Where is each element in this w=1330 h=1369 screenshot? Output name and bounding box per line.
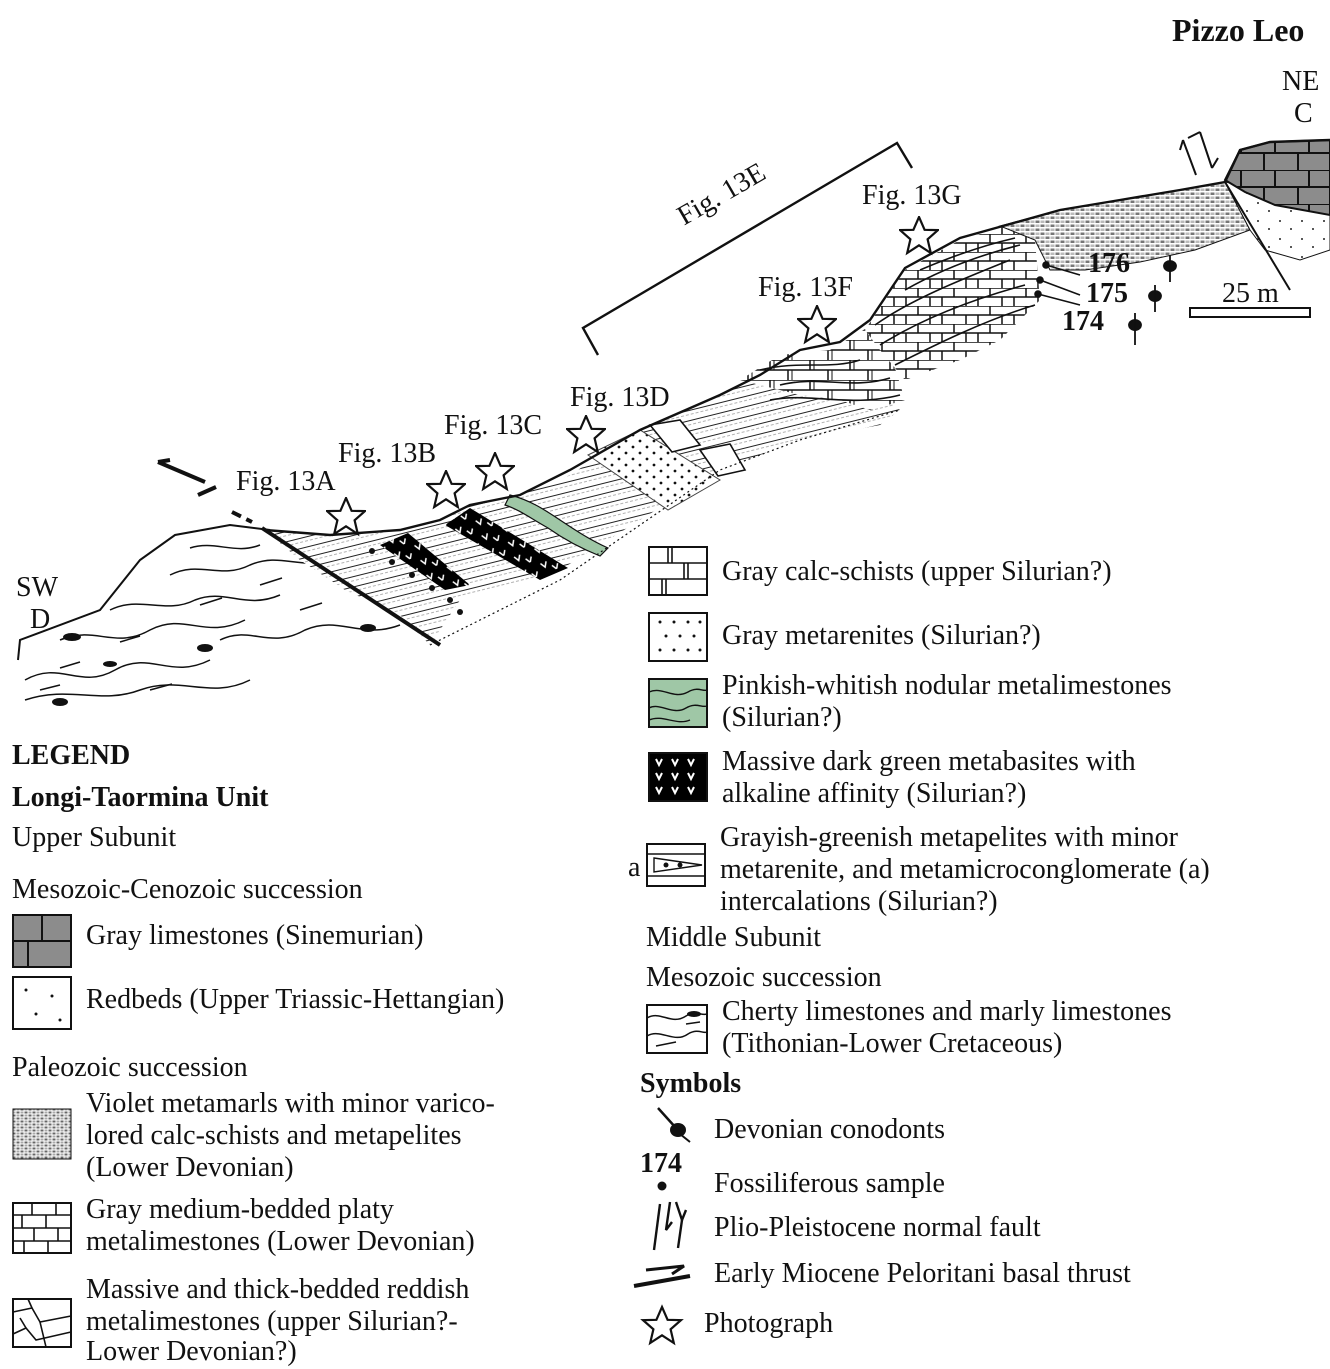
- legend-platy-line-2: metalimestones (Lower Devonian): [86, 1226, 475, 1257]
- sample-label-175: 175: [1086, 278, 1128, 309]
- ne-label: NE: [1282, 66, 1320, 97]
- fig-13e-bracket: [581, 141, 914, 356]
- sample-pointers: [1034, 261, 1081, 306]
- sw-label: SW: [16, 572, 58, 603]
- swatch-nodular: [648, 678, 708, 728]
- sample-dot-icon: [657, 1181, 667, 1191]
- symbols-heading: Symbols: [640, 1068, 742, 1099]
- sample-label-176: 176: [1088, 248, 1130, 279]
- metarenite-layer: [587, 429, 721, 511]
- swatch-gray-limestone: [12, 914, 72, 968]
- geological-cross-section: [17, 131, 1330, 715]
- legend-calc-schists: Gray calc-schists (upper Silurian?): [722, 556, 1112, 587]
- basal-thrust-icon: [633, 1264, 691, 1288]
- legend-nodular-line-2: (Silurian?): [722, 702, 842, 733]
- legend-cherty-line-1: Cherty limestones and marly limestones: [722, 996, 1172, 1027]
- legend-metarenites: Gray metarenites (Silurian?): [722, 620, 1041, 651]
- scale-bar: [1189, 307, 1311, 318]
- meso-ceno-heading: Mesozoic-Cenozoic succession: [12, 874, 363, 905]
- calc-schist-intercalations: [648, 419, 747, 477]
- basal-thrust-symbol: [157, 458, 253, 524]
- swatch-cherty-limestones: [646, 1004, 708, 1054]
- legend-metapelites-line-3: intercalations (Silurian?): [720, 886, 998, 917]
- cherty-limestone-body: [17, 523, 440, 715]
- legend-fossiliferous-sample: Fossiliferous sample: [714, 1168, 945, 1199]
- swatch-platy-metalimestones: [12, 1202, 72, 1254]
- fig-label-13f: Fig. 13F: [758, 272, 853, 303]
- topographic-profile: [264, 138, 1330, 537]
- legend-heading: LEGEND: [12, 740, 131, 771]
- legend-metapelites-line-2: metarenite, and metamicroconglomerate (a…: [720, 854, 1210, 885]
- metabasite-layer-2: [445, 508, 568, 580]
- swatch-metabasites: [648, 752, 708, 802]
- legend-massive-line-3: Lower Devonian?): [86, 1336, 297, 1367]
- legend-metabasites-line-2: alkaline affinity (Silurian?): [722, 778, 1027, 809]
- legend-redbeds: Redbeds (Upper Triassic-Hettangian): [86, 984, 505, 1015]
- unit-heading: Longi-Taormina Unit: [12, 782, 269, 813]
- conodont-icon: [657, 1107, 691, 1143]
- photo-star-13d: [566, 415, 606, 454]
- swatch-calc-schists: [648, 546, 708, 596]
- legend-metabasites-line-1: Massive dark green metabasites with: [722, 746, 1136, 777]
- photo-star-13a: [326, 497, 366, 536]
- platy-metalimestone-body: [865, 225, 1040, 380]
- legend-conodonts: Devonian conodonts: [714, 1114, 945, 1145]
- normal-fault-arrows: [1179, 131, 1219, 176]
- legend-gray-limestone: Gray limestones (Sinemurian): [86, 920, 424, 951]
- meso-succession-heading: Mesozoic succession: [646, 962, 882, 993]
- d-label: D: [30, 604, 51, 635]
- fig-label-13d: Fig. 13D: [570, 382, 670, 413]
- legend-platy-line-1: Gray medium-bedded platy: [86, 1194, 394, 1225]
- fig-label-13g: Fig. 13G: [862, 180, 962, 211]
- legend-violet-line-2: lored calc-schists and metapelites: [86, 1120, 462, 1151]
- swatch-massive-reddish: [12, 1298, 72, 1348]
- legend-cherty-line-2: (Tithonian-Lower Cretaceous): [722, 1028, 1063, 1059]
- fig-label-13c: Fig. 13C: [444, 410, 543, 441]
- legend-nodular-line-1: Pinkish-whitish nodular metalimestones: [722, 670, 1172, 701]
- legend-metapelites-a-label: a: [628, 852, 641, 883]
- swatch-redbeds: [12, 976, 72, 1030]
- nodular-metalimestone-lens: [504, 494, 610, 557]
- c-label: C: [1294, 98, 1313, 129]
- legend-metapelites-line-1: Grayish-greenish metapelites with minor: [720, 822, 1178, 853]
- metabasite-layer-1: [380, 533, 470, 590]
- photo-star-13f: [797, 305, 837, 344]
- photo-star-13g: [899, 216, 939, 255]
- scale-label: 25 m: [1222, 278, 1279, 309]
- swatch-metarenites: [648, 612, 708, 662]
- normal-fault-icon: [652, 1201, 688, 1251]
- swatch-metapelites: [646, 843, 706, 887]
- legend-massive-line-1: Massive and thick-bedded reddish: [86, 1274, 470, 1305]
- legend-normal-fault: Plio-Pleistocene normal fault: [714, 1212, 1041, 1243]
- legend-massive-line-2: metalimestones (upper Silurian?-: [86, 1306, 458, 1337]
- sample-number-example: 174: [640, 1148, 682, 1179]
- legend-violet-line-1: Violet metamarls with minor varico-: [86, 1088, 495, 1119]
- photo-star-13c: [475, 452, 515, 491]
- photo-star-13b: [426, 470, 466, 509]
- middle-subunit-heading: Middle Subunit: [646, 922, 822, 953]
- base-contacts: [429, 409, 901, 646]
- conodont-symbols: [1128, 255, 1177, 345]
- fig-label-13b: Fig. 13B: [338, 438, 437, 469]
- platy-bedding: [874, 237, 1036, 366]
- legend-photograph: Photograph: [704, 1308, 834, 1339]
- upper-subunit-heading: Upper Subunit: [12, 822, 177, 853]
- paleozoic-heading: Paleozoic succession: [12, 1052, 248, 1083]
- photograph-star-icon: [640, 1304, 684, 1346]
- basal-thrust-line: [260, 526, 442, 647]
- microconglomerate-dots: [369, 548, 463, 615]
- sample-label-174: 174: [1062, 306, 1104, 337]
- swatch-violet-metamarls: [12, 1108, 72, 1160]
- fig-label-13a: Fig. 13A: [236, 466, 336, 497]
- legend-violet-line-3: (Lower Devonian): [86, 1152, 294, 1183]
- normal-fault-line: [1224, 181, 1291, 291]
- location-title: Pizzo Leo: [1172, 12, 1305, 48]
- legend-basal-thrust: Early Miocene Peloritani basal thrust: [714, 1258, 1131, 1289]
